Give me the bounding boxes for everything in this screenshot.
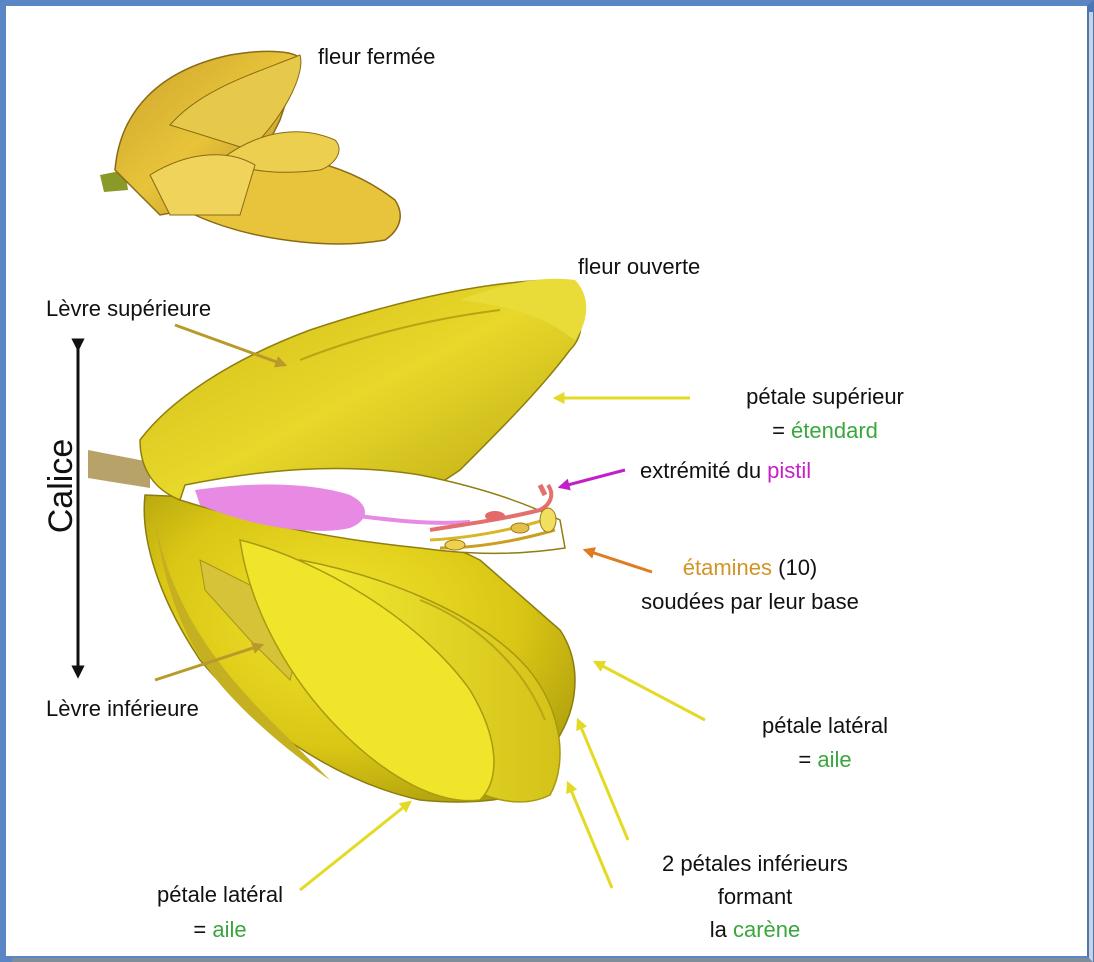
label-inferieurs-line1: 2 pétales inférieurs [615, 851, 895, 877]
label-petale-superieur: pétale supérieur [700, 384, 950, 410]
arrow-petale-lateral-right [595, 662, 705, 720]
closed-flower-image [100, 51, 400, 243]
label-levre-superieure: Lèvre supérieure [46, 296, 211, 322]
label-extremite-pistil: extrémité du pistil [640, 458, 811, 484]
term-aile-left: aile [212, 917, 246, 942]
label-etendard-line: = étendard [700, 418, 950, 444]
label-etamines-line: étamines (10) [590, 555, 910, 581]
extremite-text: extrémité du [640, 458, 767, 483]
label-inferieurs-line2: formant [615, 884, 895, 910]
arrow-carene-1 [568, 783, 612, 888]
etendard-eq: = [772, 418, 791, 443]
aile-right-eq: = [798, 747, 817, 772]
term-etendard: étendard [791, 418, 878, 443]
label-fleur-fermee: fleur fermée [318, 44, 435, 70]
term-pistil: pistil [767, 458, 811, 483]
arrow-levre-superieure [175, 325, 285, 365]
label-lateral-right: pétale latéral [700, 713, 950, 739]
open-flower-image [88, 279, 586, 802]
etamines-count: (10) [772, 555, 817, 580]
label-soudees: soudées par leur base [590, 589, 910, 615]
label-aile-left-line: = aile [95, 917, 345, 943]
aile-left-eq: = [193, 917, 212, 942]
term-carene: carène [733, 917, 800, 942]
label-levre-inferieure: Lèvre inférieure [46, 696, 199, 722]
label-carene-line: la carène [615, 917, 895, 943]
term-etamines: étamines [683, 555, 772, 580]
label-fleur-ouverte: fleur ouverte [578, 254, 700, 280]
label-calice: Calice [41, 438, 81, 534]
term-aile-right: aile [817, 747, 851, 772]
arrow-petale-lateral-left [300, 802, 410, 890]
arrow-pistil [560, 470, 625, 487]
label-lateral-left: pétale latéral [95, 882, 345, 908]
carene-prefix: la [710, 917, 733, 942]
label-aile-right-line: = aile [700, 747, 950, 773]
